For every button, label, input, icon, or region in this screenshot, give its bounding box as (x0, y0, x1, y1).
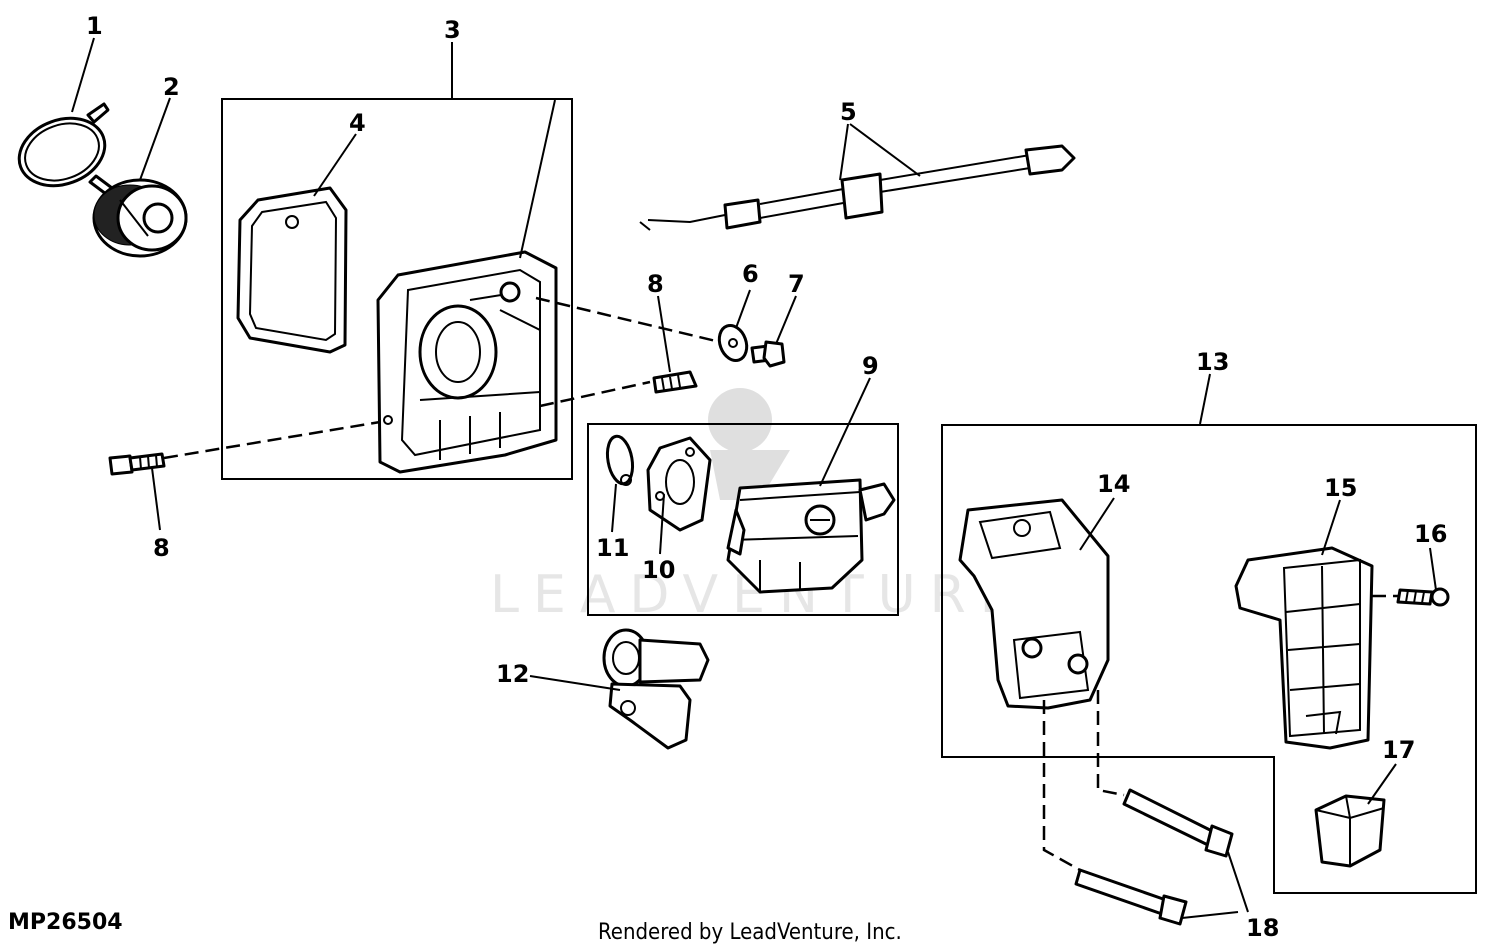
part-14-cover (958, 498, 1110, 710)
callout-17: 17 (1382, 736, 1415, 764)
part-1-clamp (17, 102, 114, 196)
callout-9: 9 (862, 352, 879, 380)
part-16-screw (1396, 587, 1450, 607)
part-7-nut (750, 340, 786, 368)
part-11-clip (605, 434, 635, 486)
part-3-housing (376, 250, 558, 474)
callout-12: 12 (496, 660, 529, 688)
callout-4: 4 (349, 109, 366, 137)
callout-18: 18 (1246, 914, 1279, 942)
assembly-line (163, 420, 381, 460)
callout-1: 1 (86, 12, 103, 40)
part-5-cable (639, 144, 1076, 231)
part-6-washer (717, 324, 749, 362)
callout-14: 14 (1097, 470, 1130, 498)
callout-7: 7 (788, 270, 805, 298)
callout-2: 2 (163, 73, 180, 101)
part-2-pulley (92, 178, 188, 258)
part-8-screw-b (108, 452, 166, 476)
callout-16: 16 (1414, 520, 1447, 548)
assembly-line (1042, 700, 1081, 872)
render-credit: Rendered by LeadVenture, Inc. (598, 920, 902, 945)
part-10-gasket (646, 436, 712, 532)
part-4-gasket (236, 186, 348, 354)
part-12-intake (602, 628, 710, 750)
callout-6: 6 (742, 260, 759, 288)
watermark-logo (708, 388, 790, 500)
callout-5: 5 (840, 98, 857, 126)
leader-lines (71, 37, 1437, 919)
callout-15: 15 (1324, 474, 1357, 502)
group-box-3 (221, 98, 573, 480)
part-18-screws (1074, 788, 1234, 926)
assembly-line (539, 380, 651, 408)
callout-8a: 8 (647, 270, 664, 298)
group-box-13 (941, 424, 1477, 894)
callout-8b: 8 (153, 534, 170, 562)
callout-10: 10 (642, 556, 675, 584)
diagram-code: MP26504 (8, 910, 123, 935)
callout-3: 3 (444, 16, 461, 44)
group-box-9 (587, 423, 899, 616)
callout-13: 13 (1196, 348, 1229, 376)
assembly-line (535, 296, 721, 344)
part-15-filter (1234, 546, 1374, 750)
assembly-line (1096, 690, 1125, 797)
part-8-screw-a (652, 370, 698, 394)
part-17-foam (1314, 794, 1386, 868)
callout-11: 11 (596, 534, 629, 562)
part-9-carburetor (726, 478, 896, 594)
